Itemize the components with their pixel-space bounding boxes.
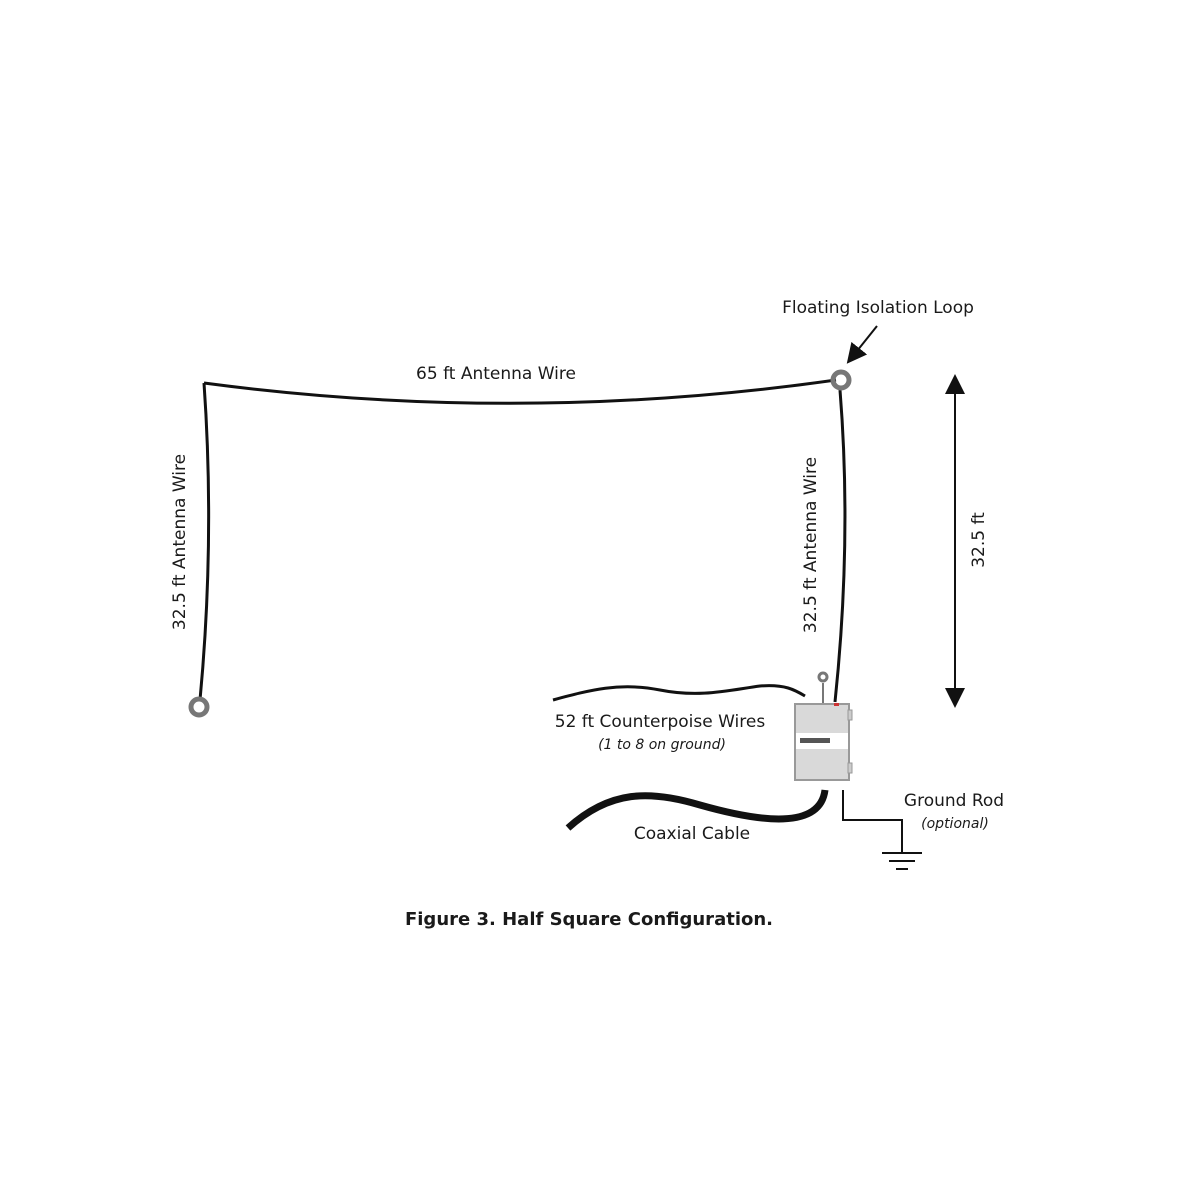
unun-box: [794, 703, 853, 781]
floating-loop-label: Floating Isolation Loop: [782, 298, 974, 318]
counterpoise-wire: [552, 684, 806, 702]
right-antenna-wire: [833, 389, 847, 703]
ground-rod-label: Ground Rod: [904, 791, 1004, 811]
ground-wire: [842, 790, 903, 852]
height-dimension-label: 32.5 ft: [969, 512, 989, 568]
counterpoise-label: 52 ft Counterpoise Wires: [555, 712, 766, 732]
coaxial-cable: [565, 789, 829, 831]
left-antenna-wire: [198, 382, 211, 701]
coax-label: Coaxial Cable: [634, 824, 750, 844]
right-wire-label: 32.5 ft Antenna Wire: [801, 457, 821, 633]
ground-symbol-icon: [882, 852, 922, 870]
left-wire-label: 32.5 ft Antenna Wire: [170, 454, 190, 630]
loop-pointer-arrow: [846, 325, 878, 364]
top-wire-label: 65 ft Antenna Wire: [416, 364, 576, 384]
stub-loop: [817, 671, 829, 683]
floating-isolation-loop: [830, 369, 852, 391]
left-end-loop: [188, 696, 210, 718]
counterpoise-note: (1 to 8 on ground): [598, 737, 726, 753]
brand-logo: [800, 738, 830, 743]
top-antenna-wire: [203, 378, 837, 405]
figure-caption: Figure 3. Half Square Configuration.: [405, 909, 773, 930]
ground-rod-note: (optional): [921, 816, 989, 832]
